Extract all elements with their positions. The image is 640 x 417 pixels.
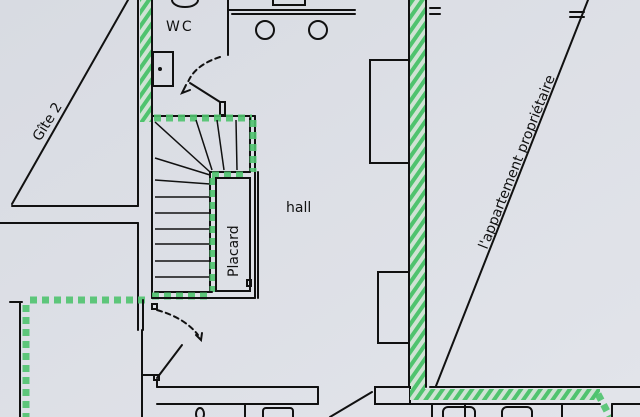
highlighted-wall-wc: [140, 0, 152, 122]
lower-left-area: [0, 222, 373, 417]
label-hall: hall: [286, 200, 311, 216]
staircase: [151, 114, 257, 300]
highlighted-wall-right: [410, 0, 425, 400]
owner-apartment-area: [369, 0, 640, 417]
placard-cupboard: [151, 171, 259, 299]
wc-room: [151, 0, 356, 116]
label-wc: WC: [166, 19, 194, 35]
label-placard: Placard: [226, 225, 242, 277]
gite-2-area: [11, 0, 139, 207]
